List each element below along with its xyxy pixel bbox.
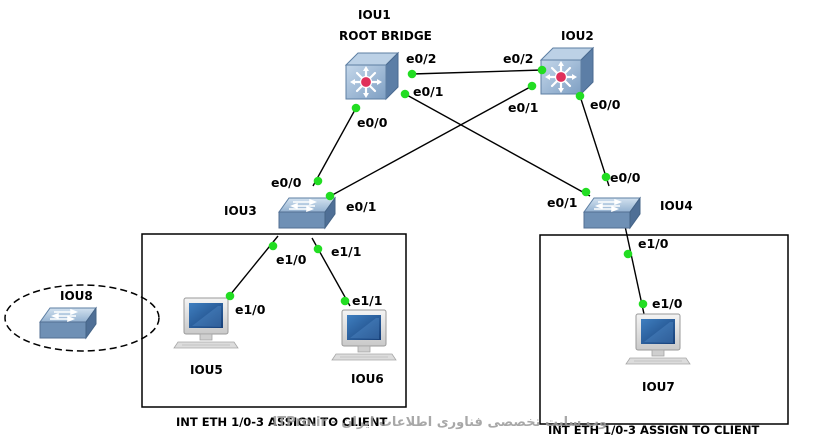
port-label: e0/1 [508, 100, 538, 115]
iou6-pc-icon[interactable] [331, 309, 397, 361]
iou5-pc-icon[interactable] [173, 297, 239, 349]
iou3-switch-icon[interactable] [278, 197, 336, 229]
iou2-label: IOU2 [561, 29, 594, 43]
port-label: e0/1 [346, 199, 376, 214]
port-dot [268, 241, 278, 251]
port-label: e1/1 [352, 293, 382, 308]
port-label: e0/0 [590, 97, 621, 112]
watermark-text: ITPro.ir - وب سایت تخصصی فناوری اطلاعات … [273, 415, 607, 430]
port-dot [400, 89, 410, 99]
iou1-role-label: ROOT BRIDGE [339, 29, 432, 43]
iou1-switch-icon[interactable] [344, 51, 400, 101]
iou4-switch-icon[interactable] [583, 197, 641, 229]
link-iou1-iou4[interactable] [404, 93, 591, 197]
port-dot [581, 187, 591, 197]
left-box-caption: INT ETH 1/0-3 ASSIGN TO CLIENT [176, 415, 388, 429]
port-label: e0/1 [413, 84, 443, 99]
port-label: e1/0 [276, 252, 307, 267]
port-label: e1/1 [331, 244, 361, 259]
port-dot [407, 69, 417, 79]
port-label: e0/0 [271, 175, 302, 190]
port-dot [340, 296, 350, 306]
iou1-label: IOU1 [358, 8, 391, 22]
port-label: e1/0 [638, 236, 669, 251]
right-client-box [539, 234, 789, 425]
port-dot [537, 65, 547, 75]
port-label: e1/0 [652, 296, 683, 311]
iou7-label: IOU7 [642, 380, 675, 394]
links [225, 69, 645, 315]
port-dot [575, 91, 585, 101]
port-dot [313, 244, 323, 254]
iou3-label: IOU3 [224, 204, 257, 218]
link-iou4-iou7[interactable] [624, 225, 645, 315]
link-iou2-iou4[interactable] [579, 95, 610, 187]
port-dot [325, 191, 335, 201]
link-iou1-iou3[interactable] [312, 107, 357, 187]
right-box-caption: INT ETH 1/0-3 ASSIGN TO CLIENT [548, 423, 760, 437]
link-iou1-iou2[interactable] [411, 69, 543, 75]
iou8-dashed-ellipse [4, 284, 160, 352]
iou7-pc-icon[interactable] [625, 313, 691, 365]
iou5-label: IOU5 [190, 363, 223, 377]
port-label: e0/1 [547, 195, 577, 210]
iou6-label: IOU6 [351, 372, 384, 386]
iou8-switch-icon[interactable] [39, 307, 97, 339]
port-dot [601, 172, 611, 182]
port-label: e0/0 [357, 115, 388, 130]
port-dot [638, 299, 648, 309]
port-dots [225, 65, 648, 309]
iou2-switch-icon[interactable] [539, 46, 595, 96]
left-client-box [141, 233, 407, 408]
port-label: e0/2 [503, 51, 533, 66]
port-label: e0/2 [406, 51, 436, 66]
port-label: e0/0 [610, 170, 641, 185]
port-dot [527, 81, 537, 91]
iou4-label: IOU4 [660, 199, 693, 213]
link-iou2-iou3[interactable] [324, 85, 533, 200]
port-label: e1/0 [235, 302, 266, 317]
port-dot [351, 103, 361, 113]
port-dot [225, 291, 235, 301]
port-dot [313, 176, 323, 186]
iou8-label: IOU8 [60, 289, 93, 303]
port-dot [623, 249, 633, 259]
